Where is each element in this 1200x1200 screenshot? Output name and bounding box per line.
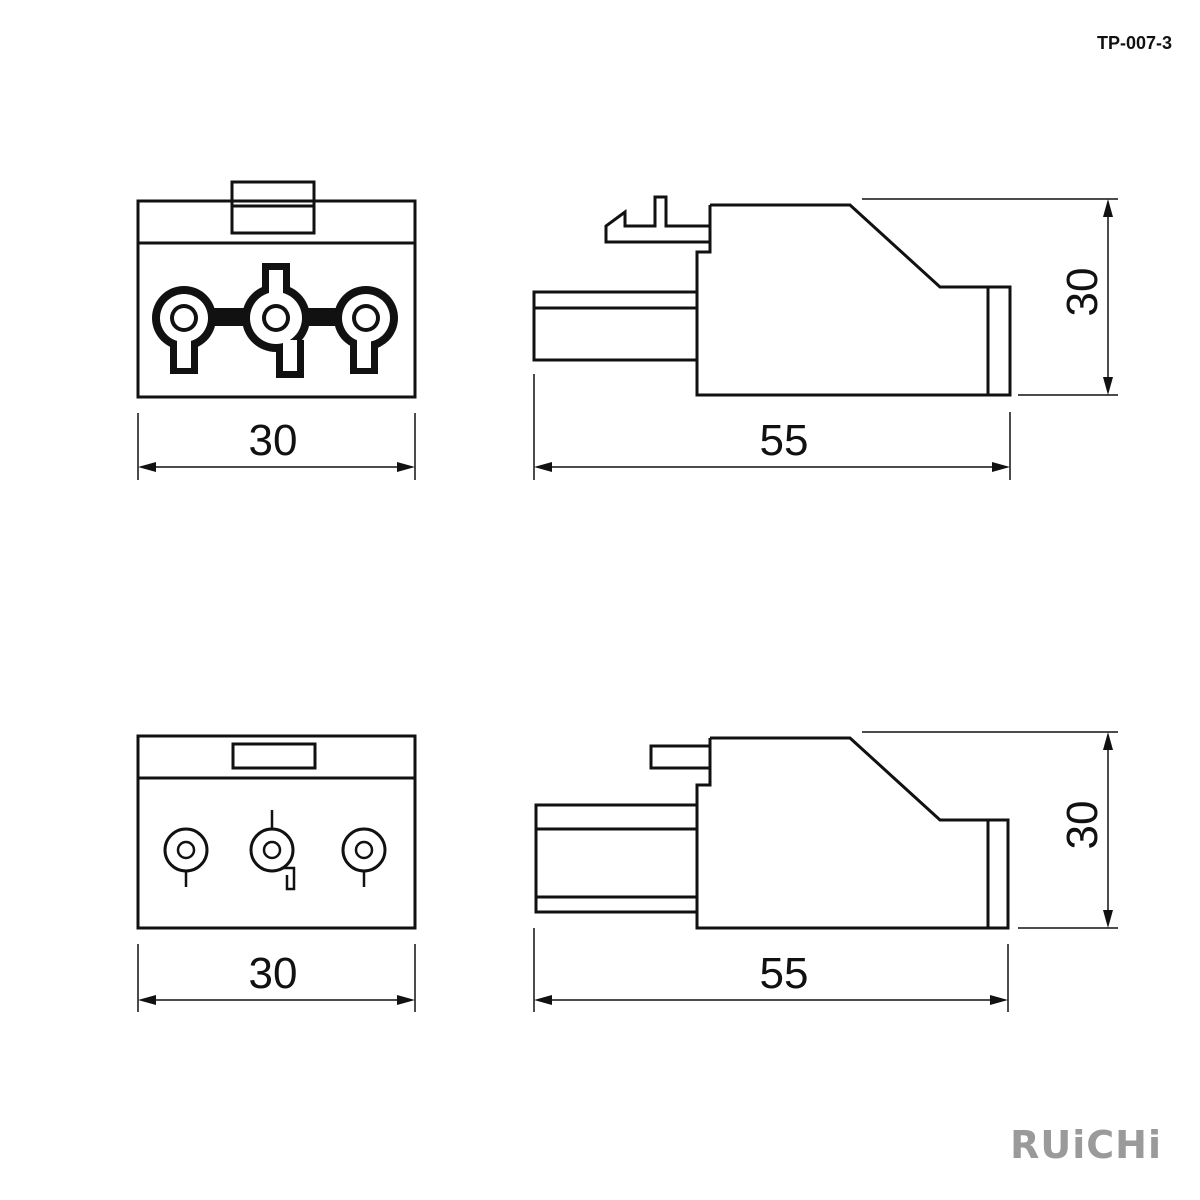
bottom-side-length-dimension: 55	[533, 928, 1009, 1012]
part-code: TP-007-3	[1097, 33, 1172, 53]
top-front-width-dimension: 30	[137, 413, 416, 480]
socket-left	[163, 827, 209, 887]
top-side-length-dimension: 55	[533, 374, 1011, 480]
brand-logo: RUiCHi	[1010, 1123, 1162, 1167]
bottom-side-height-dimension: 30	[862, 731, 1118, 929]
top-front-width-label: 30	[249, 416, 298, 465]
pin-left	[152, 286, 216, 374]
bottom-side-height-label: 30	[1058, 801, 1107, 850]
socket-right	[341, 827, 387, 887]
pin-right	[334, 286, 398, 374]
pin-center	[242, 263, 310, 378]
top-side-length-label: 55	[760, 416, 809, 465]
top-front-view	[136, 180, 417, 399]
bottom-front-width-label: 30	[249, 949, 298, 998]
bottom-front-width-dimension: 30	[137, 944, 416, 1012]
top-side-view	[532, 195, 1012, 397]
bottom-front-view	[136, 734, 417, 930]
socket-center	[249, 810, 296, 891]
bottom-side-view	[534, 736, 1010, 930]
top-side-height-label: 30	[1058, 268, 1107, 317]
bottom-side-length-label: 55	[760, 949, 809, 998]
top-side-height-dimension: 30	[862, 198, 1118, 396]
